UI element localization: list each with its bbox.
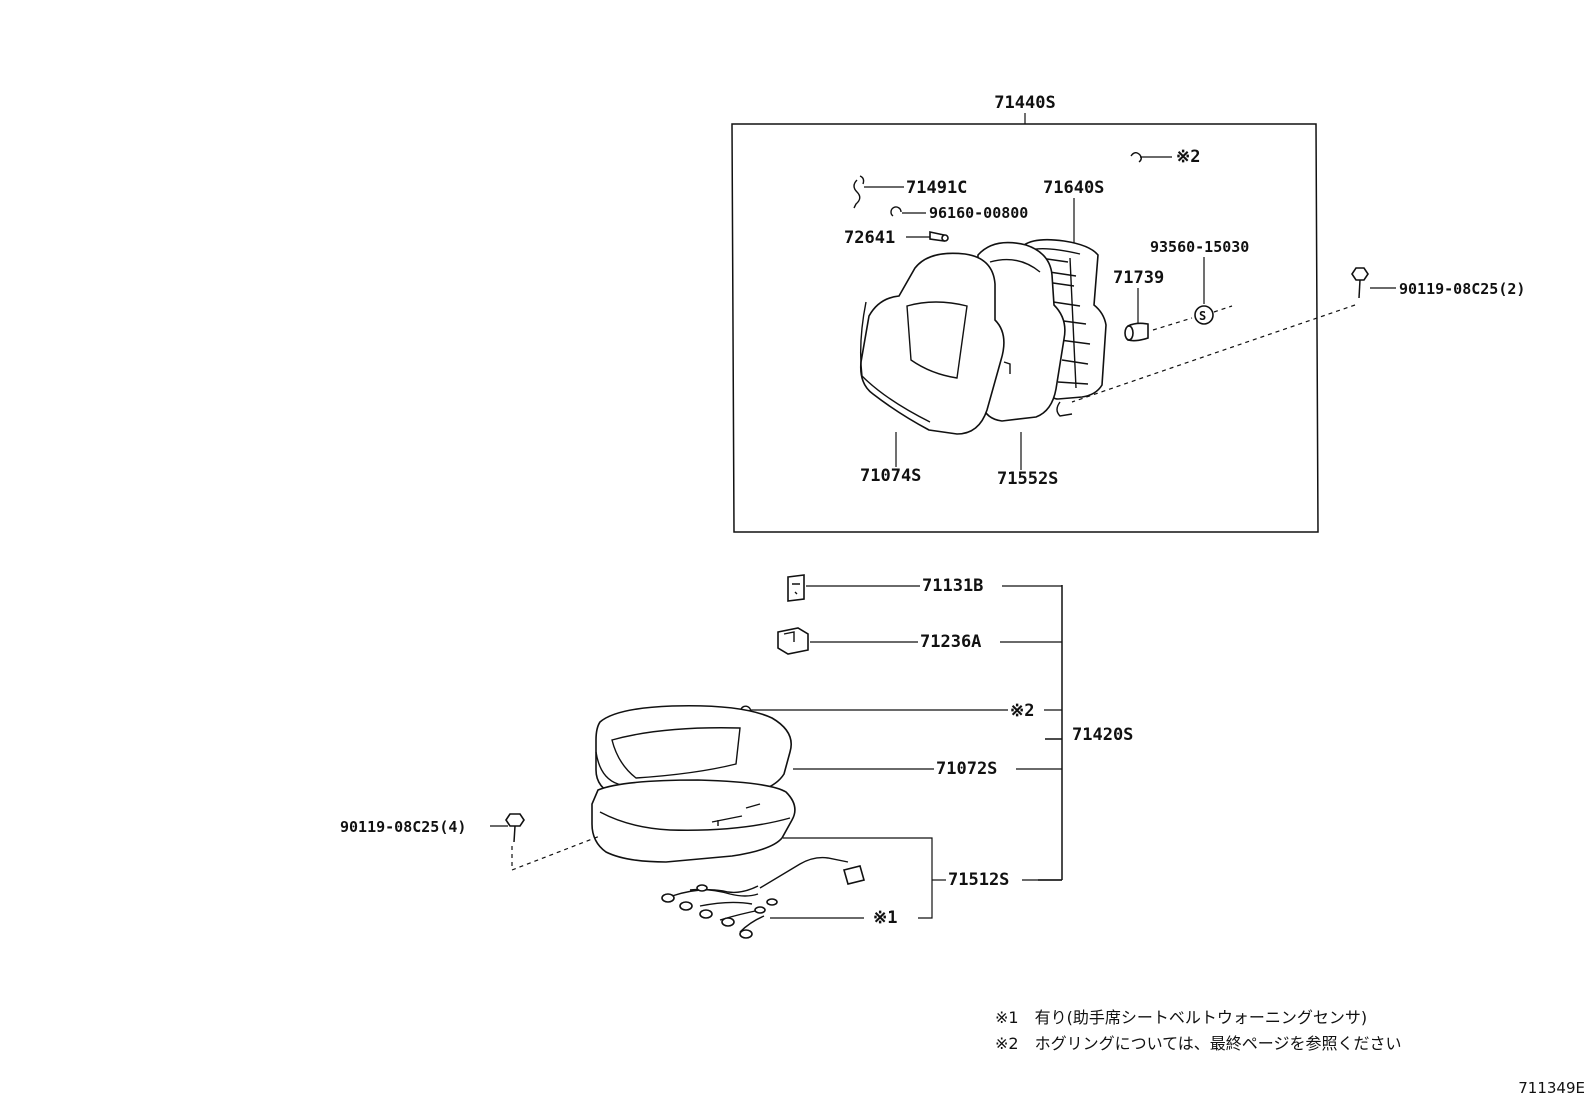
label-93560-15030[interactable]: 93560-15030 xyxy=(1150,238,1249,256)
bolt-bottom-icon[interactable] xyxy=(505,813,525,843)
knob-71131b-icon[interactable] xyxy=(787,574,805,602)
cover-71236a-icon[interactable] xyxy=(777,627,809,655)
label-71236a[interactable]: 71236A xyxy=(920,632,981,652)
bolt-top-icon[interactable] xyxy=(1351,267,1396,299)
cap-71739-icon[interactable] xyxy=(1124,322,1149,342)
svg-text:S: S xyxy=(1199,309,1206,323)
dash-bolt-bottom xyxy=(511,835,601,871)
label-bolt-bottom[interactable]: 90119-08C25(4) xyxy=(340,818,466,836)
seatbelt-sensor-icon[interactable] xyxy=(661,856,865,939)
label-71491c[interactable]: 71491C xyxy=(906,178,967,198)
backrest-group: 71440S ※2 71491C 96160-00800 72641 xyxy=(731,93,1525,533)
leader-71512s-bracket xyxy=(783,837,933,919)
backrest-assembly-frame xyxy=(731,123,1319,533)
cushion-cover-71072s-icon[interactable] xyxy=(595,704,792,805)
label-71512s[interactable]: 71512S xyxy=(948,870,1009,890)
label-71074s[interactable]: 71074S xyxy=(860,466,921,486)
label-sensor-mark[interactable]: ※1 xyxy=(873,908,897,928)
label-bolt-top[interactable]: 90119-08C25(2) xyxy=(1399,280,1525,298)
cushion-group: 71131B 71236A ※2 71420S 71072S xyxy=(340,574,1133,939)
label-96160-00800[interactable]: 96160-00800 xyxy=(929,204,1028,222)
notes: ※1 有り(助手席シートベルトウォーニングセンサ) ※2 ホグリングについては、… xyxy=(995,1008,1401,1053)
label-backrest-assy[interactable]: 71440S xyxy=(994,93,1055,113)
cushion-pad-71512s-icon[interactable] xyxy=(591,779,796,863)
hog-ring-icon[interactable] xyxy=(1130,152,1172,163)
label-71552s[interactable]: 71552S xyxy=(997,469,1058,489)
pin-72641-icon[interactable] xyxy=(906,231,949,242)
note-2: ※2 ホグリングについては、最終ページを参照ください xyxy=(995,1034,1401,1053)
diagram-id: 711349E xyxy=(1518,1079,1585,1097)
dash-71739 xyxy=(1152,305,1233,331)
label-72641[interactable]: 72641 xyxy=(844,228,895,248)
clip-71491c-icon[interactable] xyxy=(853,175,904,209)
note-1: ※1 有り(助手席シートベルトウォーニングセンサ) xyxy=(995,1008,1367,1027)
label-71640s[interactable]: 71640S xyxy=(1043,178,1104,198)
s-mark-93560-icon[interactable]: S xyxy=(1194,305,1214,325)
label-cushion-assy[interactable]: 71420S xyxy=(1072,725,1133,745)
ring-96160-icon[interactable] xyxy=(890,206,926,217)
cushion-bracket xyxy=(1038,585,1063,881)
back-cover-71074s-icon[interactable] xyxy=(859,252,1005,435)
label-71072s[interactable]: 71072S xyxy=(936,759,997,779)
label-hog-ring-top[interactable]: ※2 xyxy=(1176,147,1200,167)
label-71131b[interactable]: 71131B xyxy=(922,576,983,596)
label-71739[interactable]: 71739 xyxy=(1113,268,1164,288)
dash-bolt-top xyxy=(1071,304,1356,403)
label-hog-ring-bottom[interactable]: ※2 xyxy=(1010,701,1034,721)
